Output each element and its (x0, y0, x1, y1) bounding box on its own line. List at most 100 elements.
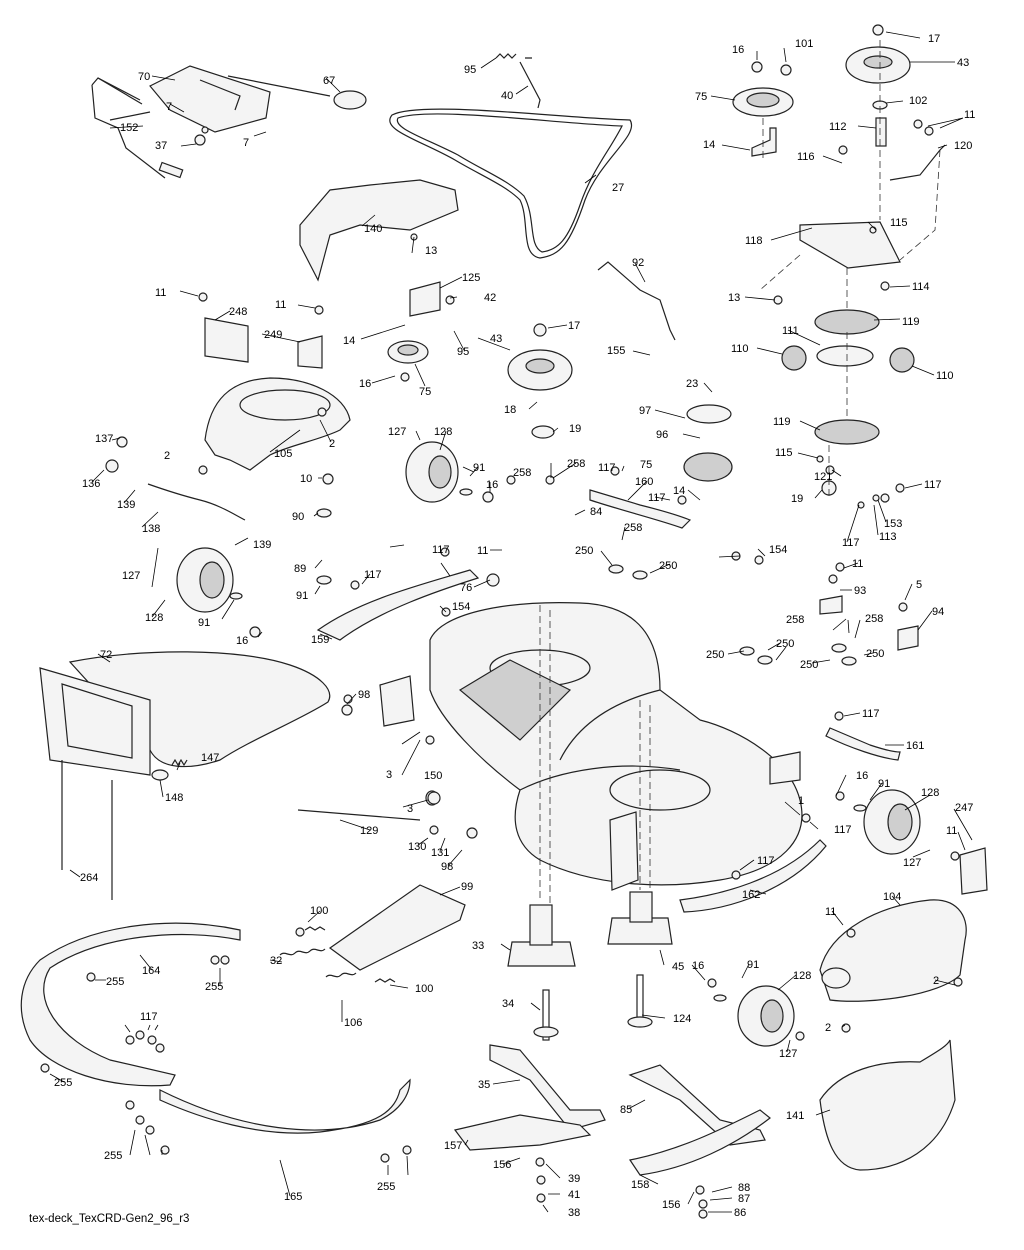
callout: 250 (866, 648, 884, 660)
callout: 138 (142, 523, 160, 535)
callout: 95 (464, 64, 476, 76)
callout: 117 (432, 544, 450, 556)
callout: 127 (779, 1048, 797, 1060)
callout: 117 (842, 537, 860, 549)
drawing-caption: tex-deck_TexCRD-Gen2_96_r3 (29, 1213, 189, 1225)
callout: 11 (852, 558, 863, 570)
callout: 159 (311, 634, 329, 646)
callout: 75 (695, 91, 707, 103)
callout: 16 (732, 44, 744, 56)
callout: 16 (359, 378, 371, 390)
callout: 148 (165, 792, 183, 804)
callout: 117 (834, 824, 852, 836)
callout: 117 (648, 492, 666, 504)
callout: 93 (854, 585, 866, 597)
callout: 75 (419, 386, 431, 398)
callout: 164 (142, 965, 160, 977)
callout: 131 (431, 847, 449, 859)
callout: 42 (484, 292, 496, 304)
callout: 95 (457, 346, 469, 358)
callout: 255 (104, 1150, 122, 1162)
wheels (176, 441, 921, 1047)
leader-lines (49, 31, 973, 1213)
callout: 2 (329, 438, 335, 450)
callout: 84 (590, 506, 602, 518)
callout: 104 (883, 891, 901, 903)
callout: 115 (775, 447, 793, 459)
belt-shield (299, 179, 459, 282)
hardware (40, 119, 963, 1219)
callout: 16 (856, 770, 868, 782)
callout: 112 (829, 121, 847, 133)
callout: 141 (786, 1110, 804, 1122)
callout: 160 (635, 476, 653, 488)
callout: 7 (166, 101, 172, 113)
callout: 2 (933, 975, 939, 987)
top-right-assembly (732, 24, 946, 500)
right-spindle-cover (819, 899, 967, 1002)
callout: 11 (275, 299, 286, 311)
callout: 115 (890, 217, 908, 229)
callout: 27 (612, 182, 624, 194)
callout: 41 (568, 1189, 580, 1201)
drive-belt (389, 108, 633, 259)
callout: 156 (493, 1159, 511, 1171)
callout: 98 (358, 689, 370, 701)
belt-guard-141 (819, 1039, 956, 1171)
callout: 127 (903, 857, 921, 869)
callout: 128 (793, 970, 811, 982)
callout: 250 (706, 649, 724, 661)
callout: 98 (441, 861, 453, 873)
callout: 258 (865, 613, 883, 625)
callout: 113 (879, 531, 897, 543)
callout: 150 (424, 770, 442, 782)
callout: 140 (364, 223, 382, 235)
callout: 10 (300, 473, 312, 485)
callout: 94 (932, 606, 944, 618)
callout: 255 (106, 976, 124, 988)
lift-lever-assembly (91, 65, 367, 179)
callout: 117 (598, 462, 616, 474)
mower-deck (379, 602, 803, 891)
callout: 114 (912, 281, 930, 293)
callout: 130 (408, 841, 426, 853)
callout: 11 (825, 906, 836, 918)
callout: 117 (862, 708, 880, 720)
callout: 117 (757, 855, 775, 867)
callout: 17 (928, 33, 940, 45)
callout: 128 (434, 426, 452, 438)
callout: 14 (673, 485, 685, 497)
callout: 258 (786, 614, 804, 626)
callout: 43 (490, 333, 502, 345)
callout: 40 (501, 90, 513, 102)
callout: 39 (568, 1173, 580, 1185)
callout: 255 (377, 1181, 395, 1193)
callout: 5 (916, 579, 922, 591)
callout: 11 (155, 287, 166, 299)
callout: 85 (620, 1104, 632, 1116)
callout: 67 (323, 75, 335, 87)
callout: 11 (964, 109, 975, 121)
callout: 17 (568, 320, 580, 332)
callout: 87 (738, 1193, 750, 1205)
callout: 86 (734, 1207, 746, 1219)
callout: 161 (906, 740, 924, 752)
callout: 14 (343, 335, 355, 347)
callout: 13 (425, 245, 437, 257)
callout: 11 (946, 825, 957, 837)
callout: 147 (201, 752, 219, 764)
callout: 16 (236, 635, 248, 647)
callout: 110 (936, 370, 954, 382)
callout: 119 (902, 316, 920, 328)
callout: 116 (797, 151, 815, 163)
callout: 19 (569, 423, 581, 435)
callout: 18 (504, 404, 516, 416)
callout: 248 (229, 306, 247, 318)
callout: 158 (631, 1179, 649, 1191)
callout: 154 (452, 601, 470, 613)
callout: 101 (795, 38, 813, 50)
callout: 89 (294, 563, 306, 575)
callout: 250 (659, 560, 677, 572)
callout: 250 (800, 659, 818, 671)
